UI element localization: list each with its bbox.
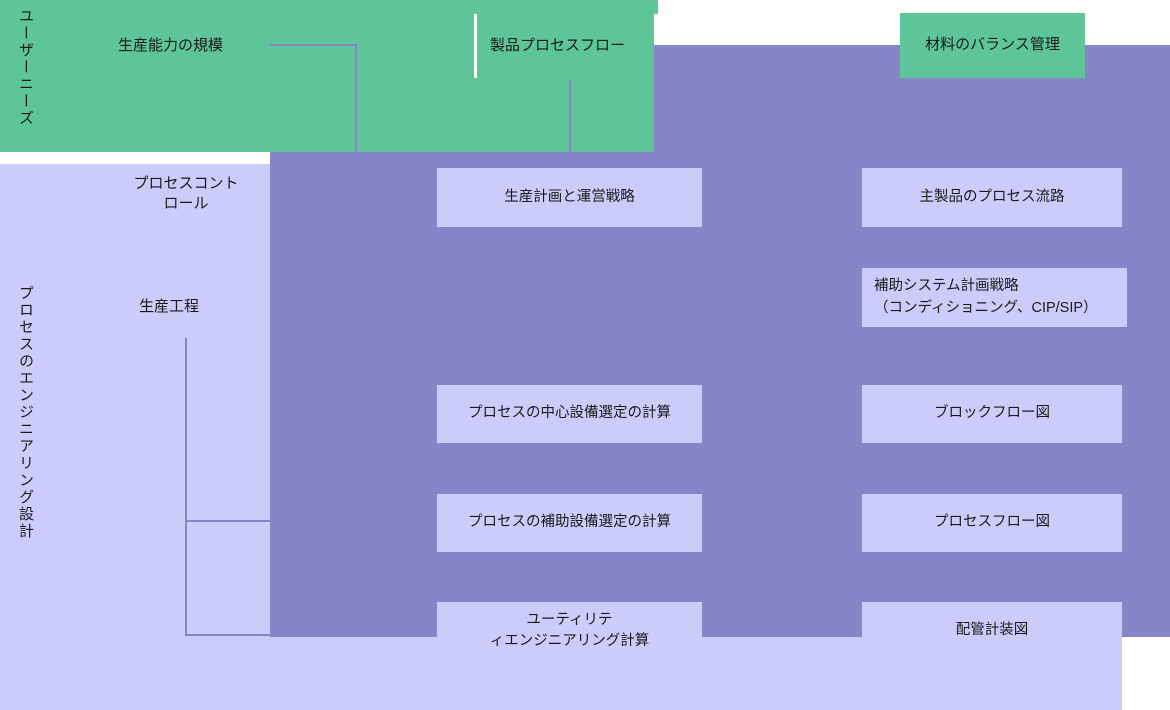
card-auxiliary-system-planning-strategy: 補助システム計画戦略 （コンディショニング、CIP/SIP） [862, 268, 1127, 327]
card-block-flow-diagram: ブロックフロー図 [862, 385, 1122, 443]
card-utility-engineering-calculation: ユーティリテ ィエンジニアリング計算 [437, 602, 702, 660]
connector-product-flow-white-divider [474, 14, 477, 78]
row-heading-user-needs: ユーザーニーズ [17, 8, 34, 127]
card-production-plan-and-operation-strategy: 生産計画と運営戦略 [437, 168, 702, 227]
stage-label-process-control: プロセスコントロール [133, 175, 239, 213]
card-core-equipment-selection-calculation: プロセスの中心設備選定の計算 [437, 385, 702, 443]
connector-capacity-horizontal [270, 44, 356, 46]
stage-box-material-balance: 材料のバランス管理 [900, 13, 1085, 78]
connector-production-step-trunk [185, 338, 187, 636]
band-user-needs-green [0, 0, 654, 152]
connector-capacity-vertical [355, 44, 357, 154]
row-heading-process-engineering-design: プロセスのエンジニアリング設計 [17, 285, 34, 540]
connector-product-flow-vertical [569, 80, 571, 154]
connector-production-step-branch-middle [185, 520, 271, 522]
card-auxiliary-equipment-selection-calculation: プロセスの補助設備選定の計算 [437, 494, 702, 552]
connector-production-step-branch-bottom [185, 634, 271, 636]
card-piping-and-instrumentation-diagram: 配管計装図 [862, 602, 1122, 660]
band-user-needs-green-notch [0, 0, 658, 14]
stage-label-capacity-scale: 生産能力の規模 [118, 37, 224, 54]
stage-label-product-process-flow: 製品プロセスフロー [490, 37, 626, 54]
card-process-flow-diagram: プロセスフロー図 [862, 494, 1122, 552]
card-main-product-process-route: 主製品のプロセス流路 [862, 168, 1122, 227]
stage-label-production-step: 生産工程 [139, 298, 200, 315]
